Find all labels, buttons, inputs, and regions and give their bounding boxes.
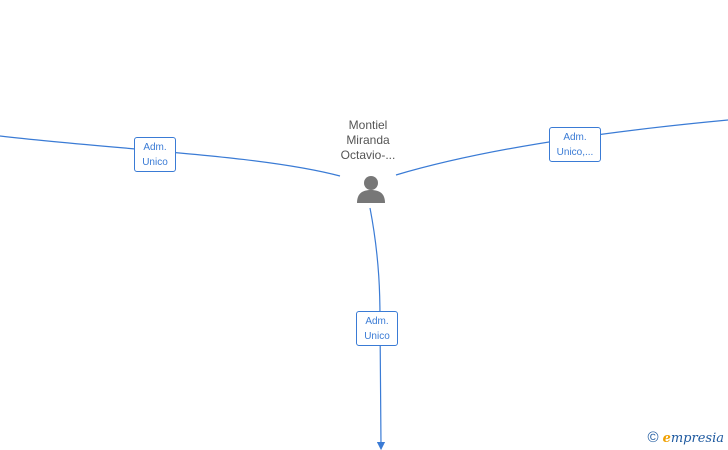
relation-label-right-line-2: Unico,... (556, 147, 594, 158)
edge-left (0, 135, 341, 177)
relation-label-bottom-line-2: Unico (364, 331, 390, 342)
person-name[interactable]: Montiel Miranda Octavio-... (318, 118, 418, 163)
brand-logo: empresia (663, 430, 724, 446)
relation-label-right[interactable]: Adm. Unico,... (549, 127, 601, 162)
relation-label-bottom-line-1: Adm. (365, 316, 389, 327)
brand-logo-e: e (662, 430, 671, 446)
brand-watermark: © empresia (648, 429, 724, 446)
person-icon[interactable] (355, 173, 387, 205)
relation-label-left[interactable]: Adm. Unico (134, 137, 176, 172)
relation-label-left-line-2: Unico (142, 157, 168, 168)
copyright-symbol: © (647, 429, 659, 446)
relation-label-left-line-1: Adm. (143, 142, 167, 153)
person-name-line-2: Miranda (346, 133, 390, 147)
person-name-line-1: Montiel (348, 118, 388, 132)
relation-label-right-line-1: Adm. (563, 132, 587, 143)
brand-logo-text: mpresia (670, 430, 724, 446)
edge-right (395, 119, 728, 176)
relation-label-bottom[interactable]: Adm. Unico (356, 311, 398, 346)
person-name-line-3: Octavio-... (340, 148, 396, 162)
